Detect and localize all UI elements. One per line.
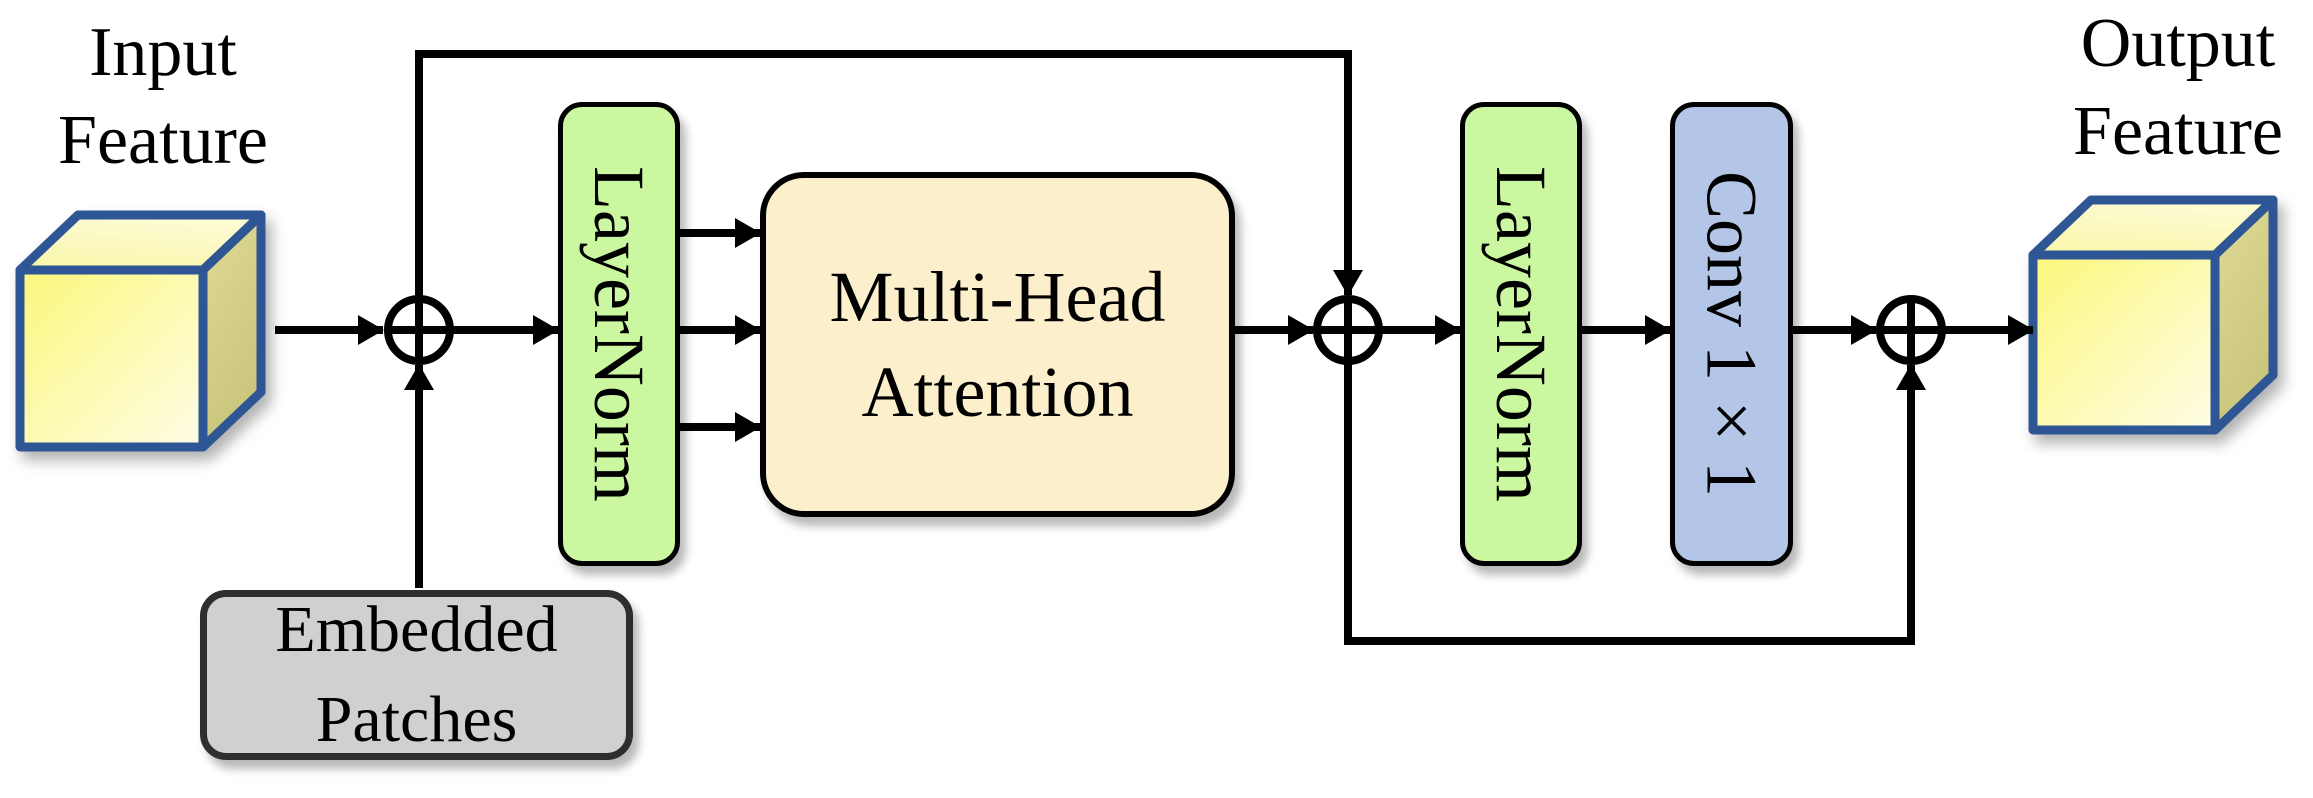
layernorm2-label: LayerNorm (1481, 166, 1561, 502)
input-feature-cube (15, 210, 266, 452)
input-cube-front-face (15, 265, 208, 452)
layernorm1-block: LayerNorm (558, 102, 680, 566)
connector-skip-top-add1-to-add2 (415, 50, 1363, 363)
multi-head-attention-block: Multi-Head Attention (760, 172, 1235, 517)
layernorm2-block: LayerNorm (1460, 102, 1582, 566)
connector-skip-bottom-add2-to-add3 (1344, 297, 1926, 645)
output-feature-title: Output Feature (2018, 0, 2313, 176)
conv1x1-label: Conv 1×1 (1691, 170, 1772, 498)
embedded-patches-line1: Embedded (275, 593, 558, 666)
input-feature-title-line2: Feature (58, 102, 268, 179)
layernorm1-label: LayerNorm (579, 166, 659, 502)
embedded-patches-line2: Patches (315, 683, 518, 756)
output-feature-cube (2028, 195, 2278, 435)
conv1x1-block: Conv 1×1 (1670, 102, 1793, 566)
mha-label-line2: Attention (861, 351, 1134, 432)
output-cube-front-face (2028, 250, 2220, 435)
output-feature-title-line2: Feature (2073, 93, 2283, 170)
embedded-patches-block: Embedded Patches (200, 590, 633, 760)
input-feature-title-line1: Input (89, 14, 237, 91)
output-feature-title-line1: Output (2080, 5, 2276, 82)
input-feature-title: Input Feature (3, 9, 323, 185)
mha-label-line1: Multi-Head (829, 256, 1166, 337)
